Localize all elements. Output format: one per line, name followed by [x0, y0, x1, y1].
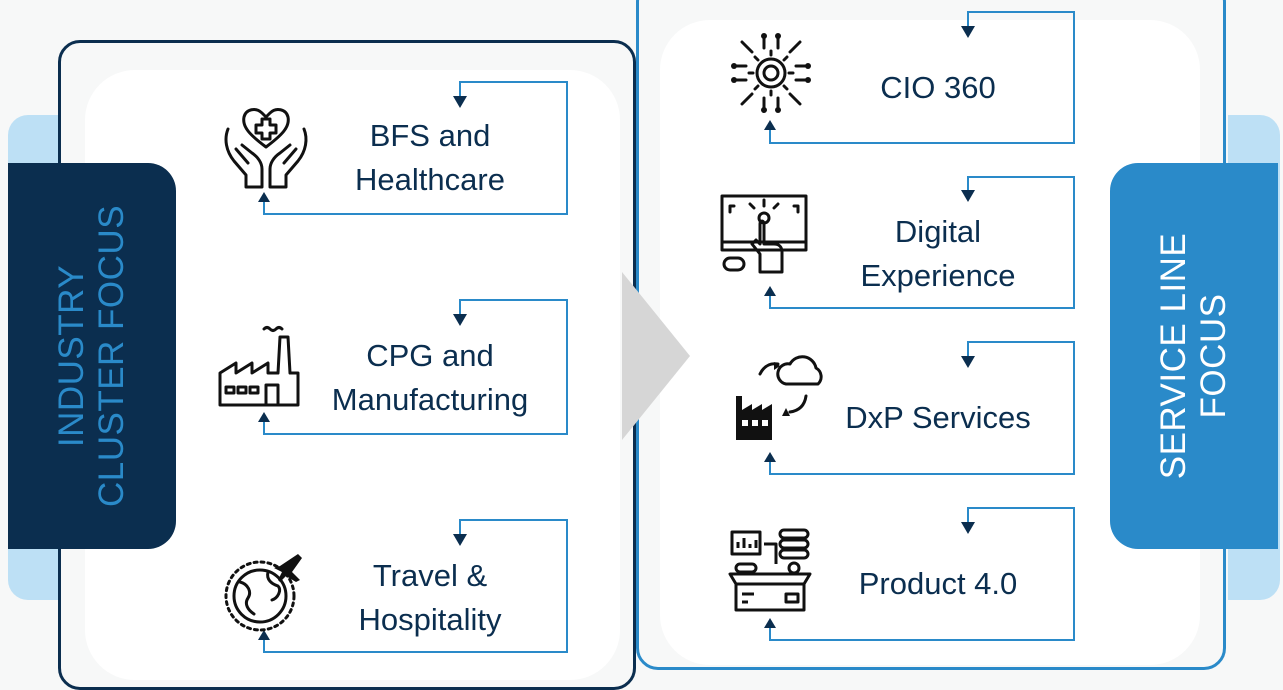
service-item-3-label: DxP Services: [818, 396, 1058, 440]
factory-icon: [218, 326, 300, 407]
product-box-icon: [728, 528, 812, 612]
industry-item-2-label: CPG and Manufacturing: [310, 334, 550, 422]
service-item-2-line1: Digital: [894, 214, 982, 249]
industry-item-2-line1: CPG and: [366, 338, 494, 373]
service-item-1-line1: CIO 360: [880, 70, 996, 105]
industry-item-3-label: Travel & Hospitality: [310, 554, 550, 642]
flow-arrow: [622, 272, 690, 440]
service-item-2-label: Digital Experience: [818, 210, 1058, 298]
gear-circuit-icon: [731, 33, 811, 113]
service-line-tab: SERVICE LINE FOCUS: [1110, 163, 1278, 549]
service-item-4-label: Product 4.0: [818, 562, 1058, 606]
service-item-4-line1: Product 4.0: [858, 566, 1018, 601]
industry-connectors: [258, 11, 1075, 653]
industry-item-3-line1: Travel &: [372, 558, 488, 593]
service-item-3-line1: DxP Services: [845, 400, 1031, 435]
service-item-2-line2: Experience: [860, 258, 1016, 293]
heart-hands-icon: [224, 108, 308, 189]
service-item-1-label: CIO 360: [818, 66, 1058, 110]
industry-item-1-line1: BFS and: [369, 118, 491, 153]
industry-item-2-line2: Manufacturing: [331, 382, 529, 417]
industry-item-1-label: BFS and Healthcare: [310, 114, 550, 202]
industry-cluster-tab: INDUSTRY CLUSTER FOCUS: [8, 163, 176, 549]
cloud-factory-icon: [736, 355, 823, 440]
industry-item-1-line2: Healthcare: [355, 162, 505, 197]
touchscreen-icon: [720, 194, 808, 274]
globe-plane-icon: [224, 554, 302, 632]
industry-item-3-line2: Hospitality: [358, 602, 502, 637]
